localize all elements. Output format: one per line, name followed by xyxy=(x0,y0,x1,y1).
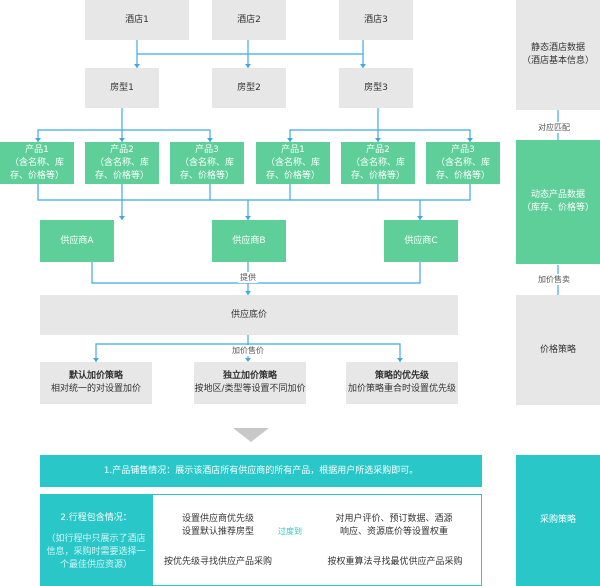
strategy-title: 策略的优先级 xyxy=(374,371,429,381)
supplier-box-c: 供应商C xyxy=(384,220,458,262)
markup-sale-side-label: 加价售卖 xyxy=(536,274,572,285)
provide-label: 提供 xyxy=(238,272,258,283)
product-box: 产品3（含名称、库存、价格等） xyxy=(426,142,500,184)
supply-base-price-box: 供应底价 xyxy=(40,295,458,335)
trip-detail-panel xyxy=(152,494,482,586)
dynamic-product-data-box: 动态产品数据（库存、价格等） xyxy=(516,140,600,264)
strategy-desc: 按地区/类型等设置不同加价 xyxy=(194,384,306,394)
product-sale-info-bar: 1.产品铺售情况：展示该酒店所有供应商的所有产品，根据用户所选采购即可。 xyxy=(40,455,482,487)
static-hotel-data-box: 静态酒店数据（酒店基本信息） xyxy=(516,0,600,110)
hotel-box-3: 酒店3 xyxy=(339,0,413,40)
match-label: 对应匹配 xyxy=(536,122,572,133)
left-step-settings: 设置供应商优先级 设置默认推荐房型 xyxy=(170,513,266,539)
strategy-box: 独立加价策略 按地区/类型等设置不同加价 xyxy=(194,362,306,404)
strategy-desc: 相对统一的对设置加价 xyxy=(50,384,141,394)
trip-note: （如行程中只展示了酒店信息，采购时需要选择一个最佳供应资源） xyxy=(46,534,146,570)
right-step-2: 响应、资源底价等设置权重 xyxy=(339,527,448,537)
room-type-box-3: 房型3 xyxy=(339,68,413,108)
strategy-title: 独立加价策略 xyxy=(222,371,277,381)
strategy-box: 默认加价策略 相对统一的对设置加价 xyxy=(40,362,152,404)
strategy-desc: 加价策略重合时设置优先级 xyxy=(347,384,456,394)
room-type-box-2: 房型2 xyxy=(212,68,286,108)
supplier-box-b: 供应商B xyxy=(212,220,286,262)
supplier-box-a: 供应商A xyxy=(40,220,114,262)
down-arrow-icon xyxy=(233,428,269,442)
product-box: 产品1（含名称、库存、价格等） xyxy=(0,142,74,184)
markup-sale-label: 加价售价 xyxy=(230,345,266,356)
strategy-box: 策略的优先级 加价策略重合时设置优先级 xyxy=(346,362,458,404)
price-strategy-box: 价格策略 xyxy=(516,295,600,405)
product-box: 产品2（含名称、库存、价格等） xyxy=(341,142,415,184)
hotel-box-2: 酒店2 xyxy=(212,0,286,40)
left-step-2: 设置默认推荐房型 xyxy=(181,527,254,537)
trip-title: 2.行程包含情况： xyxy=(60,513,132,523)
trip-info-box: 2.行程包含情况： （如行程中只展示了酒店信息，采购时需要选择一个最佳供应资源） xyxy=(40,494,152,586)
left-step-1: 设置供应商优先级 xyxy=(181,514,254,524)
product-box: 产品2（含名称、库存、价格等） xyxy=(85,142,159,184)
product-box: 产品1（含名称、库存、价格等） xyxy=(256,142,330,184)
right-step-1: 对用户评价、预订数据、酒源 xyxy=(335,514,453,524)
product-box: 产品3（含名称、库存、价格等） xyxy=(170,142,244,184)
purchase-strategy-box: 采购策略 xyxy=(516,455,600,586)
transition-label: 过度到 xyxy=(276,526,304,537)
right-step-3: 按权重算法寻找最优供应产品采购 xyxy=(327,557,463,567)
left-step-3: 按优先级寻找供应产品采购 xyxy=(163,557,272,567)
hotel-box-1: 酒店1 xyxy=(85,0,189,40)
strategy-title: 默认加价策略 xyxy=(68,371,123,381)
right-step-settings: 对用户评价、预订数据、酒源 响应、资源底价等设置权重 xyxy=(324,513,464,539)
room-type-box-1: 房型1 xyxy=(85,68,159,108)
